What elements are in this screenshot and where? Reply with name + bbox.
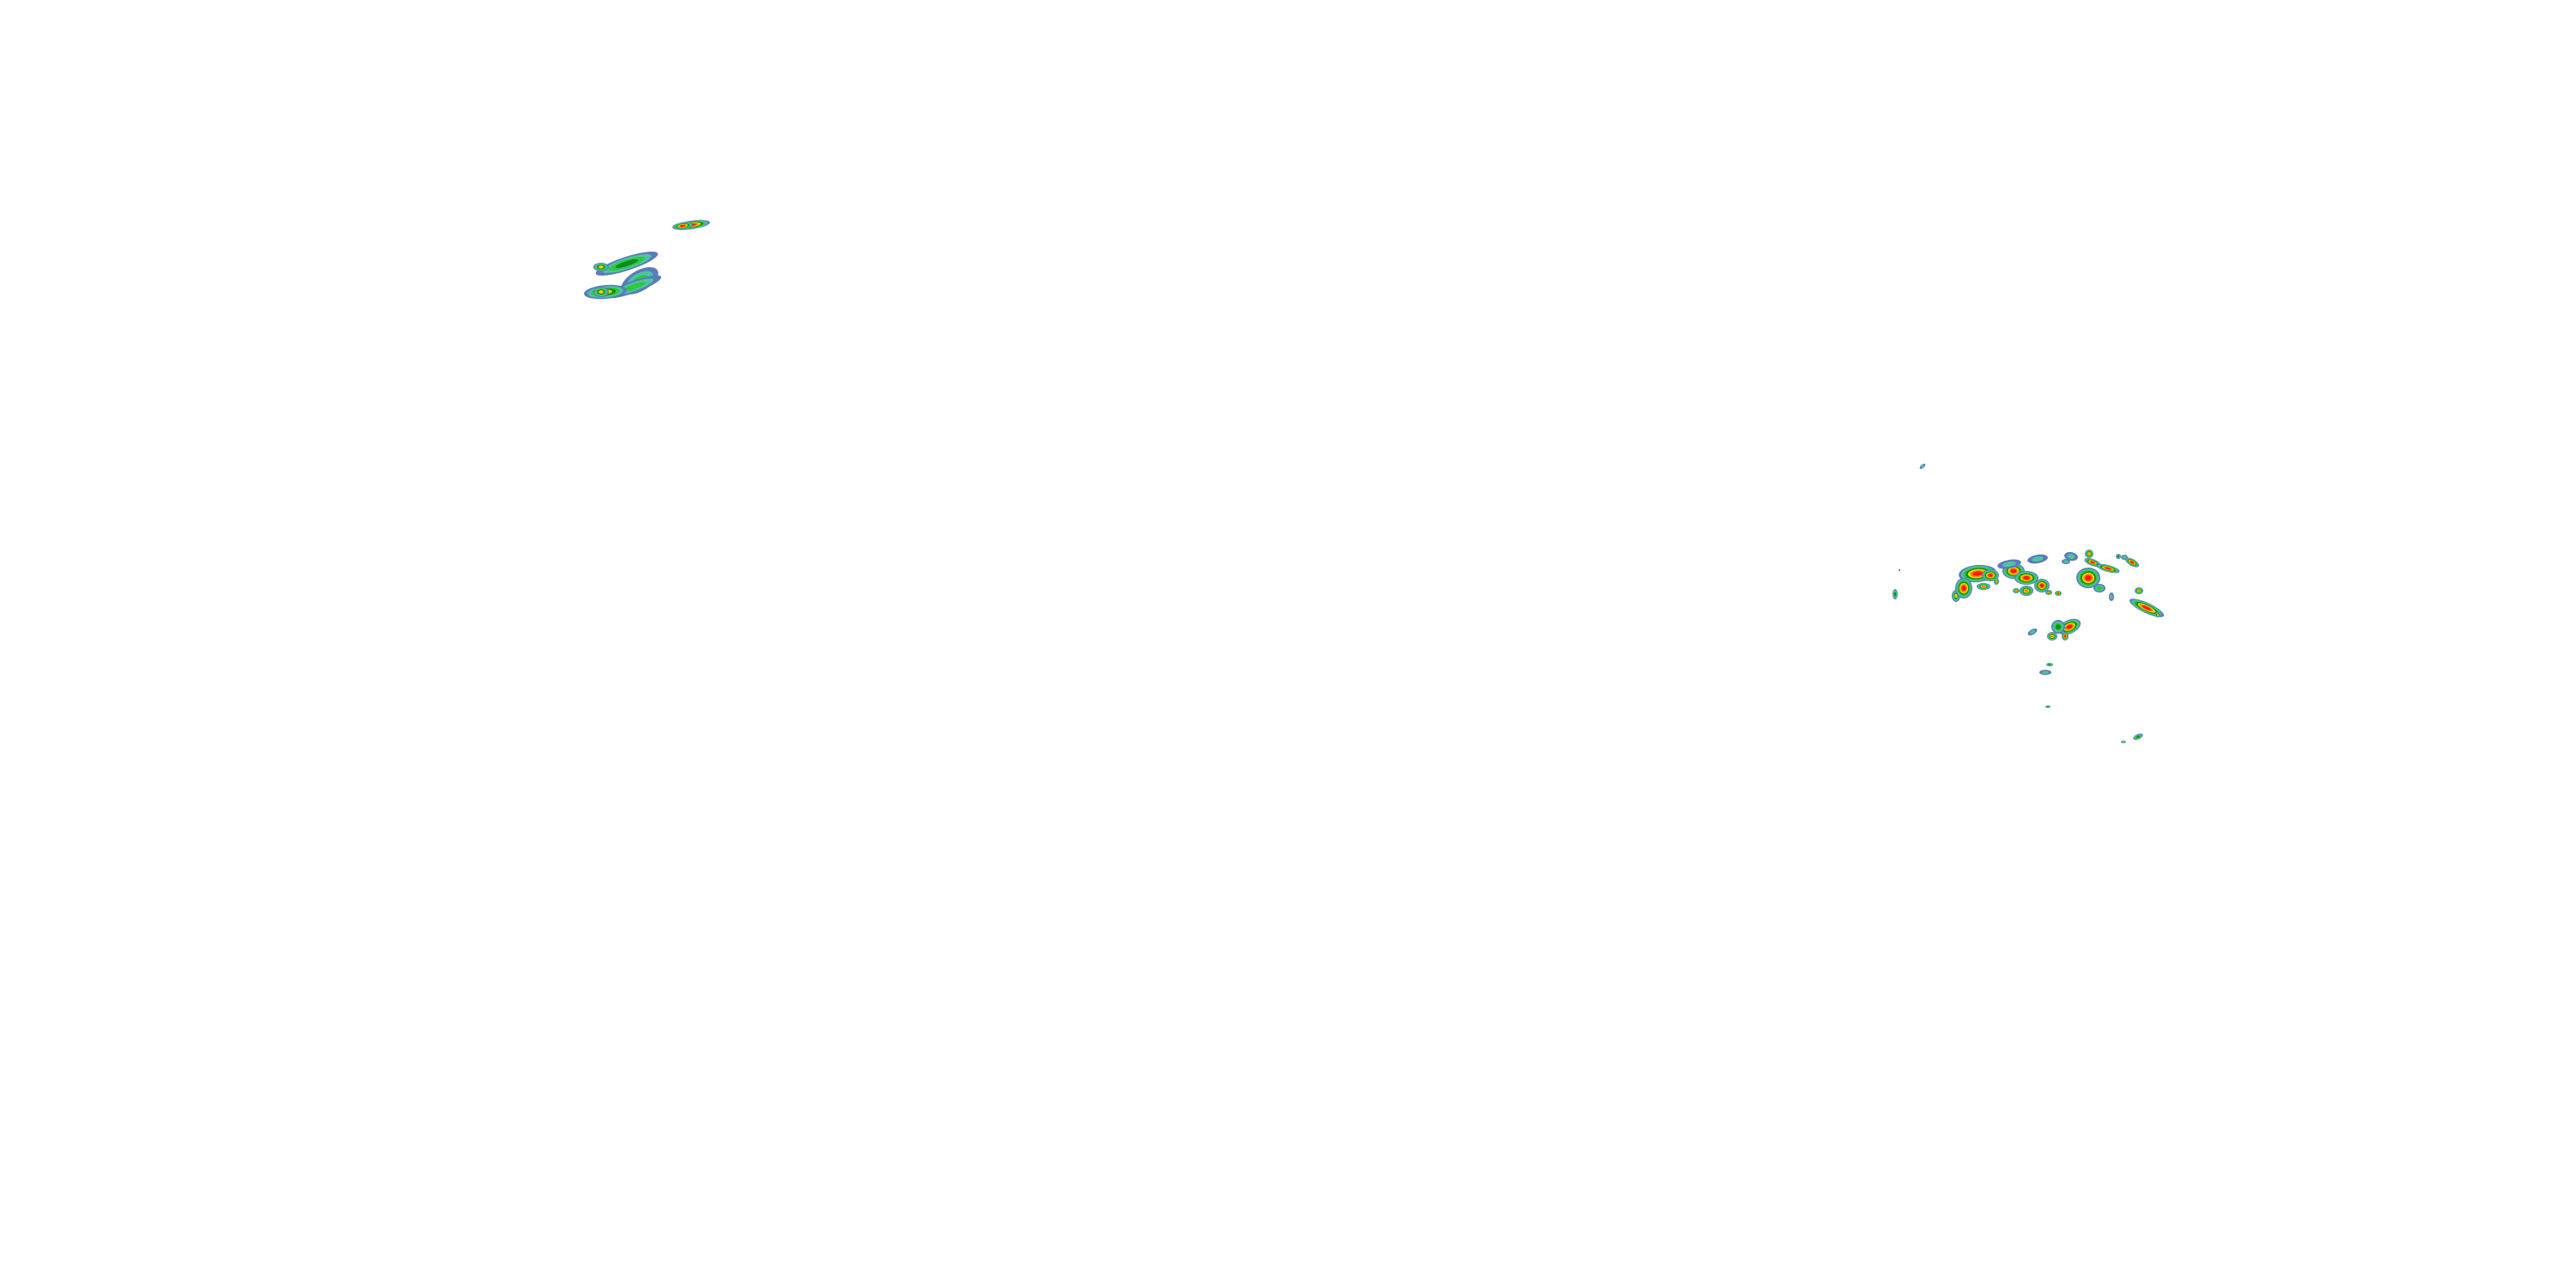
reflectivity-level-5 xyxy=(2087,552,2091,556)
reflectivity-level-1 xyxy=(2122,556,2127,559)
precipitation-cell xyxy=(2039,670,2051,675)
precipitation-cell xyxy=(1982,569,1999,581)
precipitation-cell xyxy=(2084,557,2101,568)
precipitation-cell xyxy=(2062,559,2070,564)
precipitation-cell xyxy=(2064,551,2078,562)
precipitation-cell xyxy=(2121,740,2126,744)
reflectivity-level-4 xyxy=(2156,614,2160,616)
precipitation-cell xyxy=(2034,579,2050,592)
reflectivity-level-6 xyxy=(2105,567,2111,570)
precipitation-cell xyxy=(1977,583,1990,590)
reflectivity-level-3 xyxy=(2136,735,2141,738)
reflectivity-level-5 xyxy=(2014,590,2018,592)
reflectivity-level-5 xyxy=(2024,589,2029,592)
reflectivity-level-6 xyxy=(679,224,686,228)
reflectivity-level-1 xyxy=(1921,465,1924,468)
precipitation-cell xyxy=(2047,632,2057,641)
reflectivity-level-3 xyxy=(2117,555,2120,558)
reflectivity-level-1 xyxy=(2110,594,2113,599)
precipitation-cell xyxy=(2027,629,2038,635)
reflectivity-level-3 xyxy=(1899,569,1900,571)
precipitation-cell xyxy=(2076,568,2100,588)
reflectivity-level-6 xyxy=(2010,568,2017,574)
precipitation-cells xyxy=(584,220,2165,744)
reflectivity-level-4 xyxy=(598,265,604,269)
reflectivity-level-5 xyxy=(2050,635,2054,638)
precipitation-cell xyxy=(2116,554,2121,559)
reflectivity-level-3 xyxy=(2046,706,2050,708)
precipitation-cell xyxy=(2109,592,2114,601)
reflectivity-level-6 xyxy=(1961,585,1966,592)
reflectivity-level-5 xyxy=(2137,589,2141,592)
precipitation-cell xyxy=(1955,578,1972,598)
reflectivity-level-6 xyxy=(1972,571,1983,576)
reflectivity-level-3 xyxy=(2048,664,2051,665)
precipitation-cell xyxy=(2045,705,2050,708)
precipitation-cell xyxy=(1899,569,1900,571)
reflectivity-level-1 xyxy=(2029,629,2036,635)
precipitation-cell xyxy=(2014,571,2038,585)
precipitation-cell xyxy=(2129,598,2165,617)
precipitation-cell xyxy=(2046,663,2053,666)
reflectivity-level-6 xyxy=(1988,574,1993,577)
precipitation-cell xyxy=(2085,550,2093,558)
reflectivity-level-6 xyxy=(2129,561,2135,564)
reflectivity-level-3 xyxy=(1893,592,1897,597)
precipitation-cell xyxy=(2013,588,2020,593)
precipitation-cell xyxy=(2020,586,2033,596)
reflectivity-level-5 xyxy=(1996,580,1997,583)
reflectivity-level-6 xyxy=(2023,575,2030,580)
precipitation-cell xyxy=(2027,554,2048,564)
precipitation-cell xyxy=(593,263,609,271)
precipitation-cell xyxy=(1997,559,2021,569)
reflectivity-level-1 xyxy=(2041,671,2050,674)
reflectivity-level-6 xyxy=(2066,624,2073,629)
precipitation-cell xyxy=(2055,591,2062,596)
precipitation-cell xyxy=(2154,612,2161,617)
reflectivity-level-6 xyxy=(2085,574,2092,581)
reflectivity-level-4 xyxy=(598,290,604,294)
reflectivity-level-1 xyxy=(2063,560,2069,563)
precipitation-cell xyxy=(2051,620,2065,634)
precipitation-cell xyxy=(2135,587,2143,594)
precipitation-cell xyxy=(2133,733,2143,740)
reflectivity-level-1 xyxy=(2032,556,2044,562)
reflectivity-level-2 xyxy=(622,282,646,292)
reflectivity-level-2 xyxy=(2122,741,2125,743)
precipitation-cell xyxy=(2096,563,2120,574)
reflectivity-level-6 xyxy=(2039,583,2044,588)
reflectivity-level-5 xyxy=(2047,592,2050,593)
reflectivity-level-3 xyxy=(2056,624,2061,629)
precipitation-cell xyxy=(2045,590,2052,595)
precipitation-cell xyxy=(1919,464,1926,469)
reflectivity-level-2 xyxy=(2096,586,2103,591)
precipitation-cell xyxy=(2093,584,2105,592)
reflectivity-level-1 xyxy=(2002,561,2016,568)
reflectivity-level-5 xyxy=(1981,585,1986,588)
reflectivity-level-6 xyxy=(2090,561,2095,564)
reflectivity-level-6 xyxy=(2142,605,2152,611)
precipitation-cell xyxy=(672,222,693,230)
precipitation-cell xyxy=(2062,632,2069,641)
reflectivity-level-1 xyxy=(2067,554,2075,559)
reflectivity-level-6 xyxy=(2063,635,2067,638)
reflectivity-level-4 xyxy=(1954,593,1958,598)
precipitation-cell xyxy=(595,252,659,276)
reflectivity-level-6 xyxy=(2057,592,2060,594)
precipitation-cell xyxy=(1994,578,1999,585)
precipitation-cell xyxy=(1893,589,1898,599)
precipitation-cell xyxy=(593,287,609,297)
precipitation-cell xyxy=(2124,557,2140,568)
reflectivity-level-3 xyxy=(615,258,639,269)
